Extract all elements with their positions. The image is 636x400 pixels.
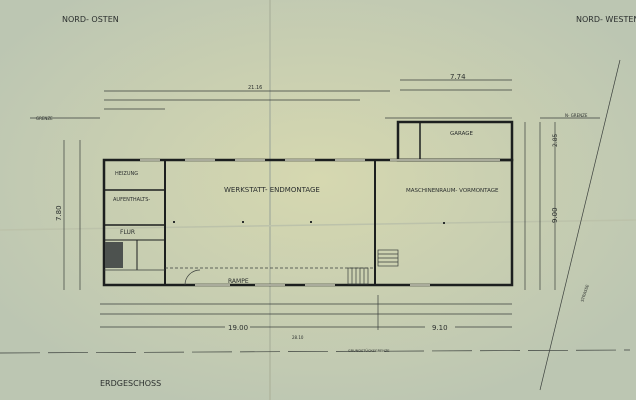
north-east-label: NORD- OSTEN — [62, 15, 119, 24]
dimension-total-length: 28.10 — [292, 335, 304, 340]
dimension-garage-top: 7.74 — [450, 73, 466, 81]
street-label: STRASSE — [580, 283, 590, 302]
top-dimension-lines — [104, 79, 512, 119]
bottom-dimension-lines — [0, 295, 631, 354]
floor-title: ERDGESCHOSS — [100, 379, 161, 388]
side-dimension-lines — [63, 122, 556, 290]
fold-line — [0, 219, 636, 231]
room-lounge: AUFENTHALTS- — [113, 197, 150, 203]
room-hall: FLUR — [120, 229, 135, 236]
stairs — [347, 249, 399, 285]
door-swing — [184, 269, 201, 286]
boundary-left-label: GRENZE — [36, 116, 53, 121]
boundary-bottom-label: GRUNDSTÜCKSGRENZE — [348, 348, 389, 353]
dimension-left-height: 7.80 — [55, 205, 63, 221]
dimension-machine-length: 9.10 — [432, 324, 448, 332]
street-line — [539, 59, 621, 391]
room-workshop: WERKSTATT- ENDMONTAGE — [224, 186, 320, 194]
dimension-total-top: 21.16 — [248, 85, 262, 91]
dimension-workshop-length: 19.00 — [228, 324, 248, 332]
windows — [140, 159, 500, 286]
dimension-right-height: 9.00 — [551, 207, 559, 223]
boundary-right-label: N- GRENZE — [565, 113, 588, 118]
dimension-garage-depth: 2.85 — [552, 133, 559, 147]
columns — [173, 221, 445, 224]
room-machine: MASCHINENRAUM- VORMONTAGE — [406, 188, 499, 194]
room-garage: GARAGE — [450, 131, 474, 137]
north-west-label: NORD- WESTEN — [576, 15, 636, 24]
room-heating: HEIZUNG — [115, 171, 138, 177]
room-ramp: RAMPE — [228, 278, 249, 285]
